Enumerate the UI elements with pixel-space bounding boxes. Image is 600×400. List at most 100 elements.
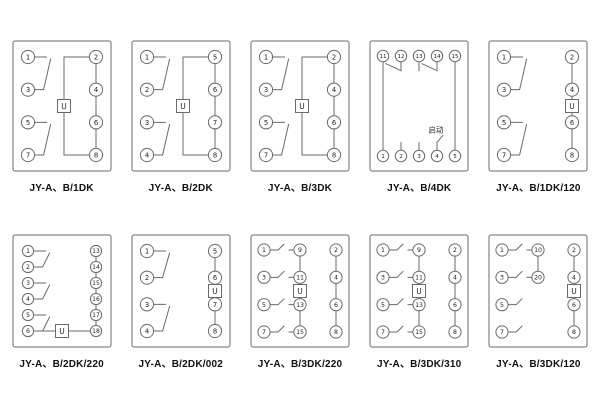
terminal: [497, 115, 512, 130]
terminal-number: 1: [145, 247, 149, 255]
terminal-number: 4: [572, 275, 576, 282]
terminal: [21, 292, 34, 306]
terminal: [326, 49, 342, 65]
terminal-number: 8: [570, 151, 574, 159]
coil-label: U: [299, 102, 305, 111]
coil-box: [175, 99, 190, 113]
terminal-number: 7: [500, 329, 504, 336]
terminal-number: 1: [381, 247, 385, 254]
terminal-number: 5: [264, 119, 268, 127]
wire: [277, 270, 285, 278]
coil-box: [56, 99, 71, 113]
terminal: [20, 82, 35, 97]
terminal: [376, 149, 390, 163]
terminal-number: 14: [92, 264, 100, 271]
diagram-frame: [369, 234, 469, 348]
diagram-frame: [250, 40, 350, 172]
diagram-label: JY-A、B/3DK/220: [257, 359, 343, 370]
terminal-number: 8: [213, 327, 217, 335]
terminal: [20, 49, 35, 65]
terminal-number: 7: [213, 119, 217, 127]
coil-box: [207, 284, 222, 298]
wire: [515, 243, 523, 251]
terminal-number: 2: [145, 86, 149, 94]
terminal: [448, 325, 462, 339]
terminal: [565, 115, 580, 130]
terminal: [258, 49, 274, 65]
coil-box: [412, 284, 427, 298]
diagram-label: JY-A、B/2DK: [148, 183, 213, 194]
terminal-number: 5: [381, 302, 385, 309]
terminal-number: 6: [570, 119, 574, 127]
terminal-number: 6: [93, 119, 97, 127]
terminal: [258, 115, 274, 130]
terminal: [497, 147, 512, 163]
terminal: [257, 325, 271, 339]
diagram-frame: [131, 234, 231, 348]
terminal: [376, 270, 390, 284]
terminal: [88, 115, 103, 130]
terminal: [412, 243, 426, 257]
terminal-number: 4: [145, 327, 149, 335]
terminal-number: 6: [213, 274, 217, 282]
terminal: [412, 325, 426, 339]
terminal-number: 8: [213, 151, 217, 159]
diagram-label: JY-A、B/1DK: [29, 183, 94, 194]
terminal: [448, 49, 462, 63]
terminal-number: 2: [453, 247, 457, 254]
wire: [281, 58, 290, 91]
terminal-number: 5: [213, 53, 217, 61]
terminal-number: 9: [417, 247, 421, 254]
terminal-number: 3: [145, 301, 149, 309]
terminal: [88, 49, 103, 65]
terminal-number: 7: [502, 151, 506, 159]
terminal: [448, 270, 462, 284]
terminal-number: 7: [264, 151, 268, 159]
coil-label: U: [61, 102, 67, 111]
terminal: [139, 115, 154, 130]
diagram-frame: [369, 40, 469, 172]
terminal: [207, 49, 222, 65]
terminal-number: 5: [25, 119, 29, 127]
terminal-number: 3: [381, 275, 385, 282]
terminal-number: 2: [334, 247, 338, 254]
diagram-frame: [250, 234, 350, 348]
terminal-number: 3: [25, 86, 29, 94]
terminal: [565, 82, 580, 97]
terminal-number: 1: [262, 247, 266, 254]
terminal-number: 12: [398, 54, 405, 60]
terminal: [20, 147, 35, 163]
terminal-number: 6: [334, 302, 338, 309]
terminal-number: 4: [453, 275, 457, 282]
terminal: [329, 298, 343, 312]
terminal-number: 8: [572, 329, 576, 336]
terminal-number: 5: [213, 247, 217, 255]
terminal: [89, 244, 102, 258]
terminal: [448, 149, 462, 163]
start-annotation: 启动: [429, 124, 444, 134]
terminal: [497, 82, 512, 97]
terminal-number: 4: [334, 275, 338, 282]
diagram-label: JY-A、B/2DK/220: [19, 359, 104, 370]
diagram-label: JY-A、B/1DK/120: [496, 183, 581, 194]
terminal: [531, 270, 545, 284]
terminal-number: 14: [434, 54, 442, 60]
terminal: [412, 298, 426, 312]
terminal-number: 2: [572, 247, 576, 254]
terminal: [497, 49, 512, 65]
terminal: [376, 49, 390, 63]
wire: [421, 63, 438, 72]
terminal-number: 15: [452, 54, 460, 60]
terminal: [207, 115, 222, 130]
terminal-number: 5: [453, 154, 457, 160]
diagram-frame: [131, 40, 231, 172]
terminal: [139, 49, 154, 65]
coil-box: [565, 99, 580, 113]
